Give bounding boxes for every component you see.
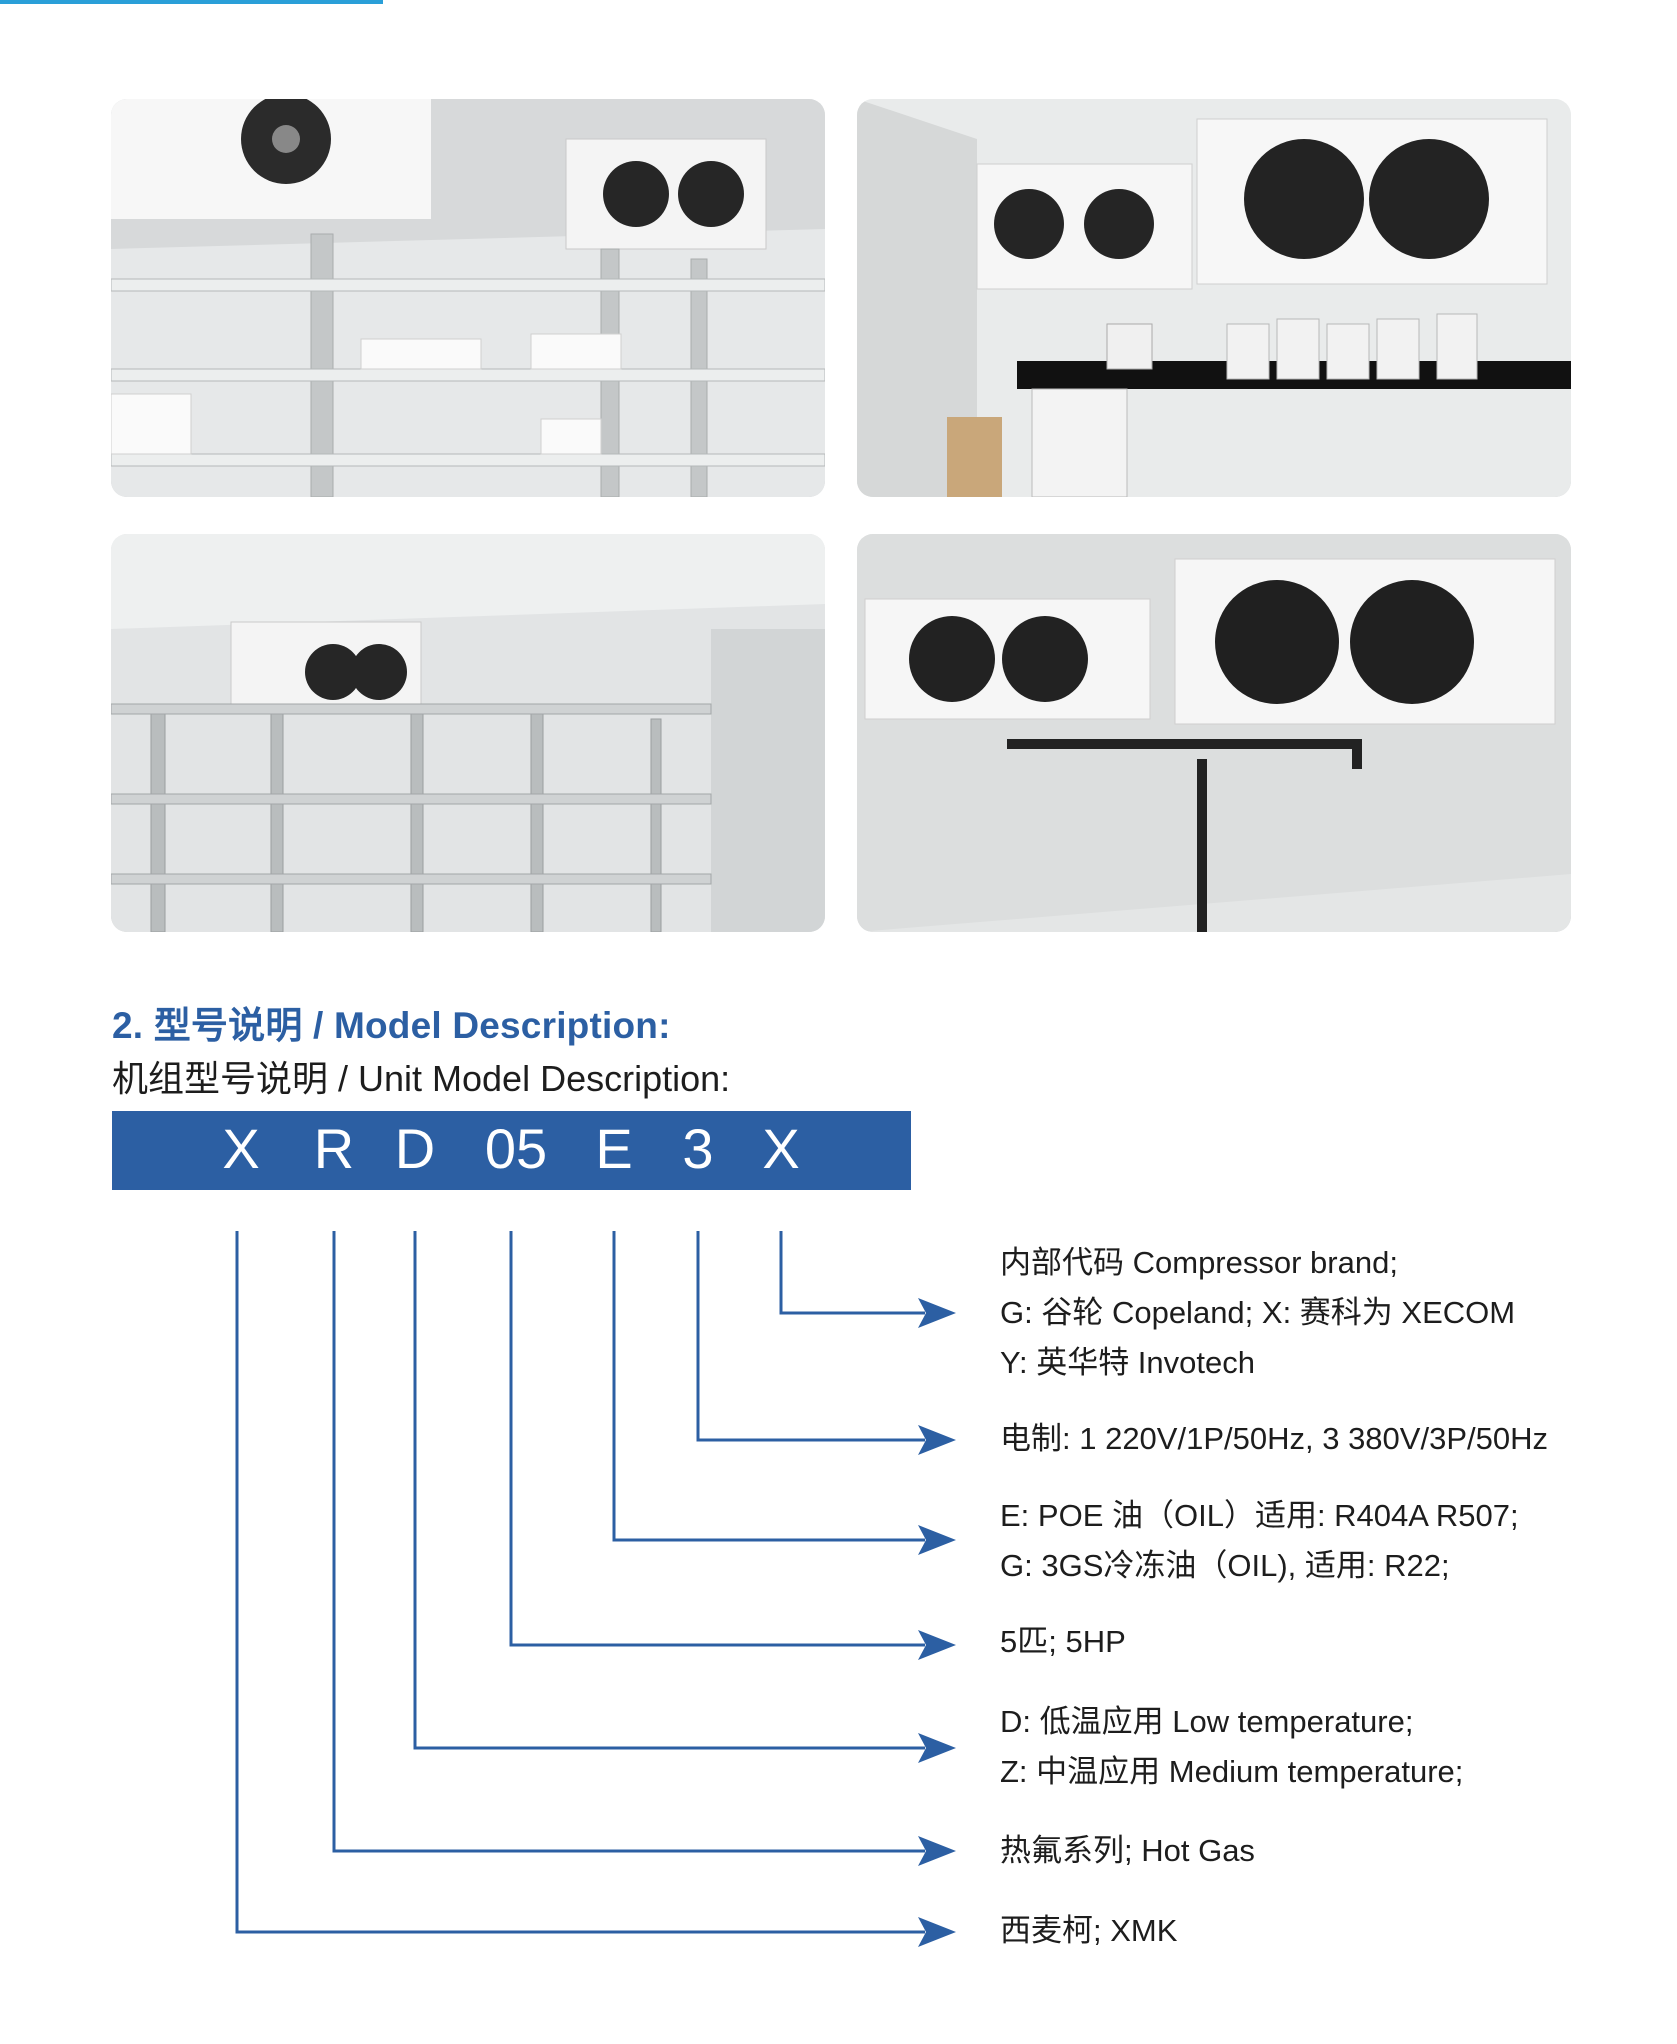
arrow-horsepower-icon [918, 1630, 956, 1660]
arrow-temperature-icon [918, 1733, 956, 1763]
connector-brand [235, 1231, 925, 1934]
desc-line: 5匹; 5HP [1000, 1624, 1126, 1659]
desc-line: Z: 中温应用 Medium temperature; [1000, 1754, 1464, 1789]
desc-line: G: 3GS冷冻油（OIL), 适用: R22; [1000, 1548, 1450, 1583]
arrow-power-icon [918, 1425, 956, 1455]
arrow-compressor-icon [918, 1298, 956, 1328]
connector-power [696, 1231, 925, 1442]
desc-brand: 西麦柯; XMK [1000, 1906, 1177, 1956]
desc-line: 内部代码 Compressor brand; [1000, 1245, 1398, 1280]
model-code-part-oil: E [595, 1117, 633, 1180]
photo-evaporator-units [857, 534, 1571, 932]
desc-line: Y: 英华特 Invotech [1000, 1345, 1255, 1380]
desc-line: D: 低温应用 Low temperature; [1000, 1704, 1414, 1739]
model-code-bar [112, 1111, 911, 1190]
model-code-part-brand: X [222, 1117, 260, 1180]
desc-temperature: D: 低温应用 Low temperature; Z: 中温应用 Medium … [1000, 1697, 1463, 1797]
desc-compressor-brand: 内部代码 Compressor brand; G: 谷轮 Copeland; X… [1000, 1238, 1515, 1388]
desc-oil-type: E: POE 油（OIL）适用: R404A R507; G: 3GS冷冻油（O… [1000, 1491, 1519, 1591]
desc-horsepower: 5匹; 5HP [1000, 1617, 1126, 1667]
desc-power-supply: 电制: 1 220V/1P/50Hz, 3 380V/3P/50Hz [1000, 1414, 1548, 1464]
photo-stainless-shelving [111, 534, 825, 932]
arrow-oil-icon [918, 1525, 956, 1555]
desc-line: 西麦柯; XMK [1000, 1913, 1178, 1948]
model-code-part-power: 3 [682, 1117, 714, 1180]
desc-line: E: POE 油（OIL）适用: R404A R507; [1000, 1498, 1519, 1533]
section-title: 2. 型号说明 / Model Description: [112, 1005, 671, 1046]
desc-line: 电制: 1 220V/1P/50Hz, 3 380V/3P/50Hz [1000, 1421, 1548, 1456]
model-code-part-compressor: X [762, 1117, 800, 1180]
connector-compressor [779, 1231, 925, 1315]
connector-oil [612, 1231, 925, 1542]
desc-series: 热氟系列; Hot Gas [1000, 1826, 1255, 1876]
connector-horsepower [509, 1231, 925, 1647]
photo-cold-room-shelving [111, 99, 825, 497]
top-accent-bar [0, 0, 383, 4]
connector-temperature [413, 1231, 925, 1750]
desc-line: 热氟系列; Hot Gas [1000, 1833, 1255, 1868]
model-code-part-series: R [313, 1117, 355, 1180]
desc-line: G: 谷轮 Copeland; X: 赛科为 XECOM [1000, 1295, 1516, 1330]
arrow-brand-icon [918, 1917, 956, 1947]
photo-lab-cold-room [857, 99, 1571, 497]
connector-series [332, 1231, 925, 1853]
arrow-series-icon [918, 1836, 956, 1866]
model-code-part-horsepower: 05 [484, 1117, 548, 1180]
section-subtitle: 机组型号说明 / Unit Model Description: [112, 1058, 731, 1099]
model-code-part-temperature: D [394, 1117, 436, 1180]
